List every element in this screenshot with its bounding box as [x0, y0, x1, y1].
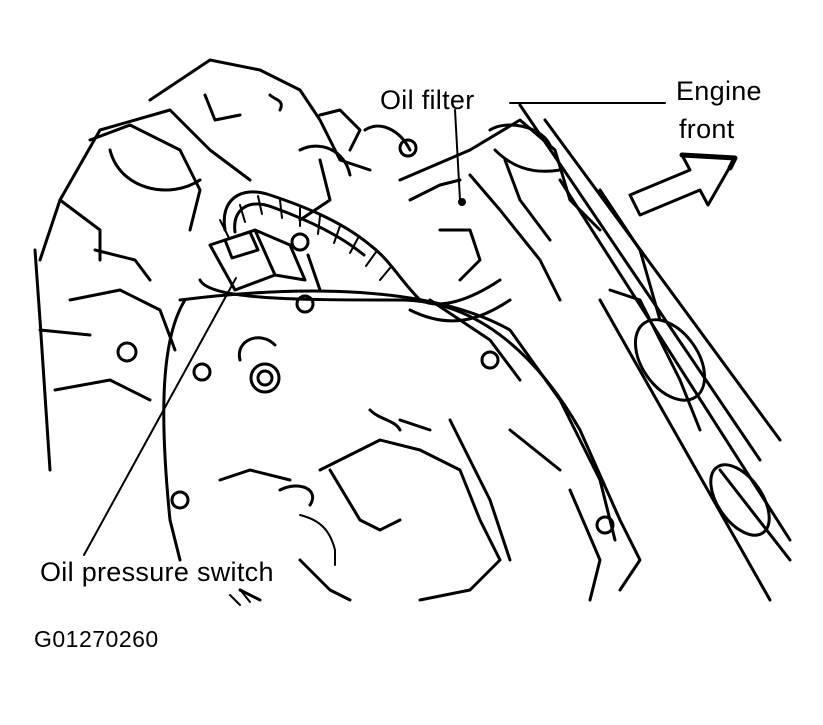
leader-oil-pressure-1 — [83, 277, 237, 556]
engine-front-label: Engine front — [676, 72, 762, 148]
pan-bolt-2 — [480, 350, 500, 370]
small-marks — [229, 591, 251, 606]
oil-pressure-switch — [208, 228, 322, 292]
engine-front-arrow — [628, 152, 738, 217]
rail-port-1 — [633, 318, 707, 402]
engine-front-line1: Engine — [676, 76, 762, 106]
figure-code: G01270260 — [34, 626, 159, 652]
bolt-left — [116, 341, 138, 363]
drain-plug — [249, 362, 281, 394]
oil-filter-body — [398, 118, 602, 302]
leader-lines — [83, 102, 666, 566]
lower-block — [218, 408, 602, 602]
bolt-upper — [398, 138, 418, 158]
engine-rail-right — [518, 103, 792, 602]
rail-port-2 — [709, 463, 771, 537]
engine-front-line2: front — [679, 114, 735, 144]
leader-oil-filter-down — [454, 109, 461, 201]
oil-pan — [162, 278, 642, 592]
pan-bolt-4 — [170, 490, 190, 510]
oil-filter-label: Oil filter — [380, 85, 475, 115]
upper-bracket — [258, 68, 418, 222]
oil-pressure-switch-label: Oil pressure switch — [40, 557, 274, 587]
wiring-harness — [219, 190, 522, 382]
pan-bolt-3 — [192, 362, 212, 382]
pan-bolt-1 — [295, 294, 315, 314]
switch-bolt — [290, 232, 310, 252]
engine-block-left — [33, 58, 262, 472]
leader-oil-pressure-2 — [299, 514, 336, 566]
pan-bolt-5 — [595, 515, 615, 535]
